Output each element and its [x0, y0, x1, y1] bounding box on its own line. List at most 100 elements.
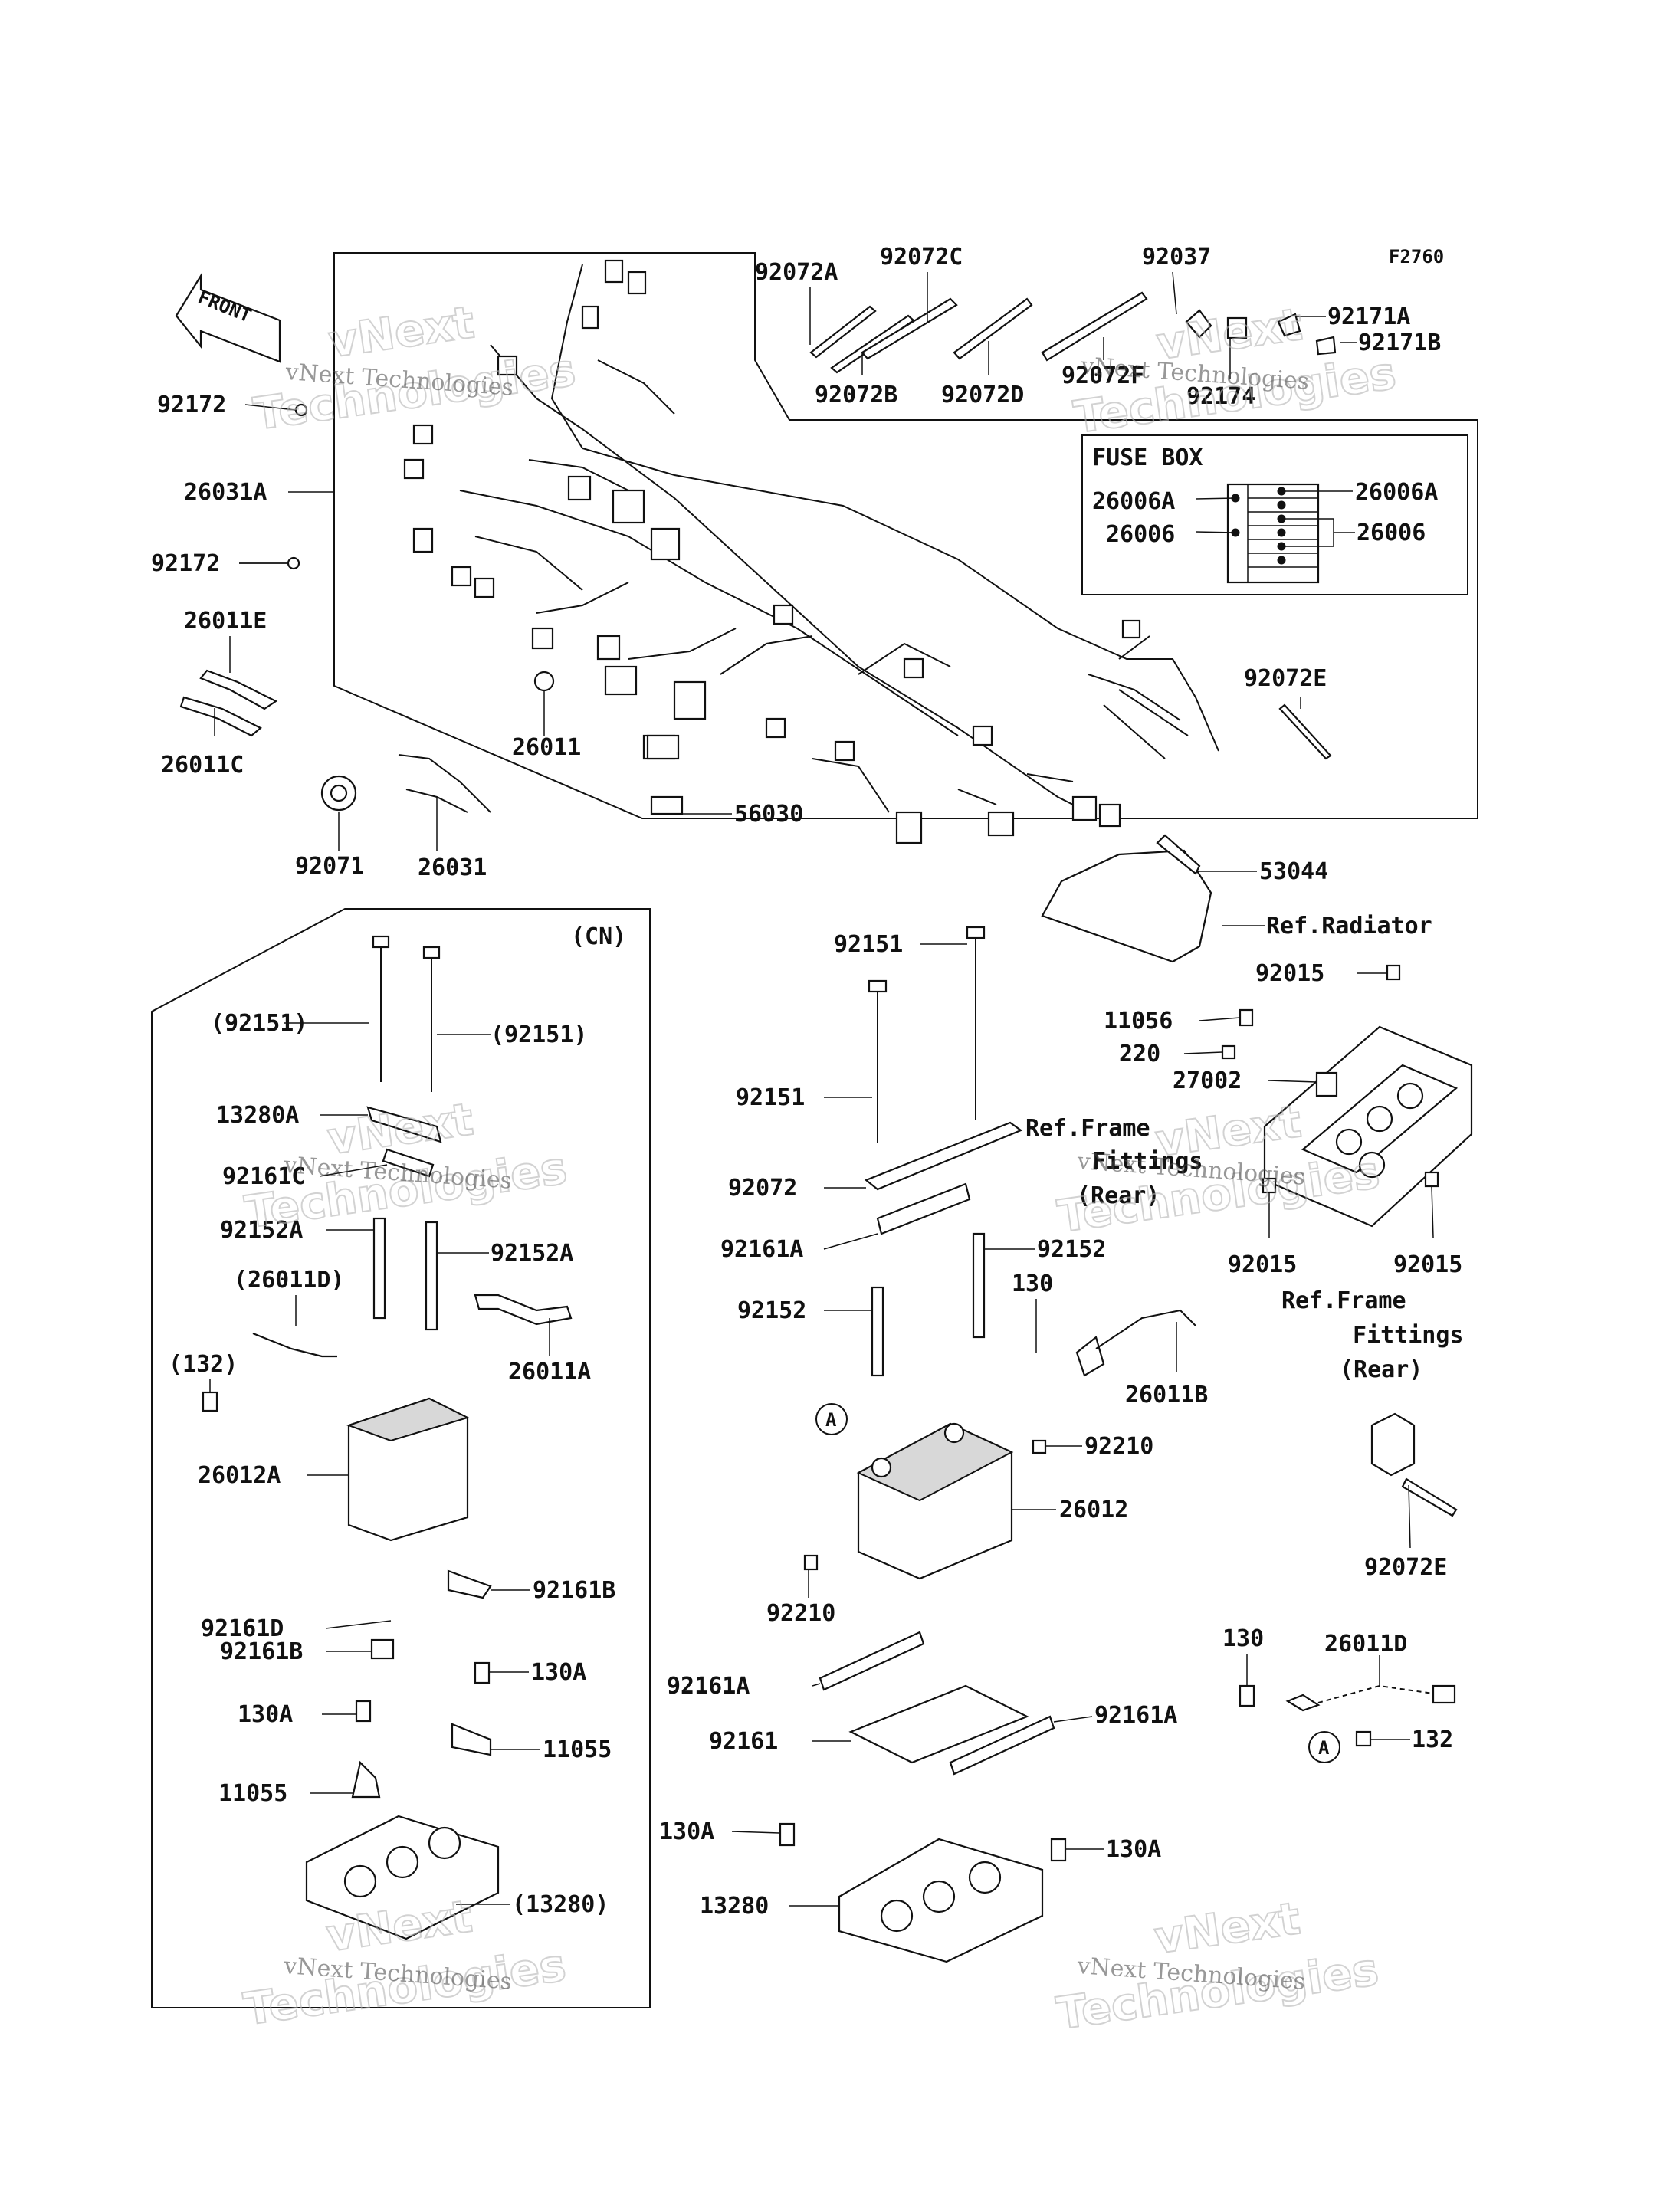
label-26031A: 26031A — [184, 479, 267, 506]
figure-code: F2760 — [1389, 246, 1444, 267]
label-130A-a: 130A — [659, 1818, 714, 1845]
label-92161D: 92161D — [201, 1615, 284, 1642]
label-92015-a: 92015 — [1255, 960, 1324, 987]
label-92161C: 92161C — [222, 1163, 305, 1190]
cable-ties — [809, 291, 1337, 760]
label-11055-left: 11055 — [218, 1780, 287, 1807]
label-92172-a: 92172 — [157, 392, 226, 418]
label-26006A-right: 26006A — [1355, 479, 1438, 506]
label-27002: 27002 — [1173, 1067, 1242, 1094]
svg-text:vNext: vNext — [326, 296, 477, 368]
label-26011: 26011 — [512, 734, 581, 761]
label-92151-cn-1: (92151) — [211, 1010, 307, 1037]
svg-text:FUSE BOX: FUSE BOX — [1092, 444, 1203, 471]
label-92210-a: 92210 — [1084, 1433, 1153, 1460]
label-92172-b: 92172 — [151, 550, 220, 577]
label-92161B-right: 92161B — [533, 1577, 615, 1604]
label-26011C: 26011C — [161, 752, 244, 779]
label-132: 132 — [1412, 1726, 1453, 1753]
circle-marker-a-bottom: A — [1308, 1731, 1340, 1763]
label-92015-c: 92015 — [1393, 1251, 1462, 1278]
label-92171B: 92171B — [1358, 330, 1441, 356]
battery-tray — [1221, 964, 1473, 1517]
label-26011A: 26011A — [508, 1359, 591, 1385]
cn-group-outline — [151, 908, 651, 2008]
label-130-b: 130 — [1222, 1625, 1264, 1652]
wiring-harness-26031A — [403, 259, 1219, 844]
label-92210-b: 92210 — [766, 1600, 835, 1627]
label-92072F: 92072F — [1061, 362, 1144, 389]
cn-battery-group — [202, 935, 573, 1940]
svg-text:vNext: vNext — [324, 1093, 476, 1165]
label-92072A: 92072A — [755, 259, 838, 286]
label-26006A-left: 26006A — [1092, 488, 1175, 515]
label-92161A-a: 92161A — [720, 1236, 803, 1263]
label-13280: 13280 — [700, 1893, 769, 1920]
label-53044: 53044 — [1259, 858, 1328, 885]
front-arrow-icon: FRONT — [175, 273, 281, 363]
label-130A-cn-left: 130A — [238, 1701, 293, 1728]
label-11056: 11056 — [1104, 1008, 1173, 1035]
label-130-a: 130 — [1012, 1271, 1053, 1297]
label-92072: 92072 — [728, 1175, 797, 1202]
label-92072E-bottom: 92072E — [1364, 1554, 1447, 1581]
label-92174: 92174 — [1186, 383, 1255, 410]
label-ref-frame-2-c: (Rear) — [1340, 1356, 1422, 1383]
label-26031: 26031 — [418, 854, 487, 881]
label-132-cn: (132) — [169, 1351, 238, 1378]
svg-text:vNext: vNext — [1151, 1892, 1303, 1964]
radiator-bracket — [1041, 834, 1212, 963]
label-92072E-top: 92072E — [1244, 665, 1327, 692]
label-92071: 92071 — [295, 853, 364, 880]
svg-text:A: A — [825, 1409, 837, 1431]
label-26011D-cn: (26011D) — [234, 1267, 345, 1294]
svg-text:A: A — [1318, 1737, 1330, 1759]
label-ref-frame-1-a: Ref.Frame — [1025, 1115, 1150, 1142]
label-26011B: 26011B — [1125, 1382, 1208, 1408]
label-cn: (CN) — [571, 923, 626, 950]
label-92161A-b: 92161A — [667, 1673, 750, 1700]
label-26006-left: 26006 — [1106, 521, 1175, 548]
label-130A-cn-right: 130A — [531, 1659, 586, 1686]
label-11055-right: 11055 — [543, 1736, 612, 1763]
label-92151-cn-2: (92151) — [491, 1021, 587, 1048]
label-92152-b: 92152 — [1037, 1236, 1106, 1263]
label-92015-b: 92015 — [1228, 1251, 1297, 1278]
label-92037: 92037 — [1142, 244, 1211, 271]
part-labels: 92072A 92072C 92037 92171A 92171B 92072B… — [151, 244, 1464, 1920]
label-92161B-left: 92161B — [220, 1638, 303, 1665]
label-ref-radiator: Ref.Radiator — [1266, 913, 1432, 939]
label-26006-right: 26006 — [1357, 520, 1426, 546]
label-92161: 92161 — [709, 1728, 778, 1755]
label-13280A: 13280A — [216, 1102, 299, 1129]
label-ref-frame-2-b: Fittings — [1353, 1322, 1464, 1349]
label-220: 220 — [1119, 1041, 1160, 1067]
label-92072C: 92072C — [880, 244, 963, 271]
label-92152A-left: 92152A — [220, 1217, 303, 1244]
harness-group-outline — [333, 252, 1478, 819]
label-ref-frame-1-c: (Rear) — [1077, 1182, 1160, 1209]
label-92152-a: 92152 — [737, 1297, 806, 1324]
label-26011E: 26011E — [184, 608, 267, 635]
label-92151-b: 92151 — [736, 1084, 805, 1111]
label-130A-b: 130A — [1106, 1836, 1161, 1863]
label-92152A-right: 92152A — [491, 1240, 573, 1267]
leader-lines — [209, 271, 1434, 1907]
label-92151-a: 92151 — [834, 931, 903, 958]
main-battery-group — [779, 926, 1196, 1963]
label-56030: 56030 — [734, 801, 803, 828]
label-26012: 26012 — [1059, 1497, 1128, 1523]
label-26012A: 26012A — [198, 1462, 281, 1489]
fuse-box: FUSE BOX — [1081, 434, 1468, 595]
label-92171A: 92171A — [1327, 303, 1410, 330]
label-92072D: 92072D — [941, 382, 1024, 408]
label-13280-cn: (13280) — [512, 1891, 609, 1918]
label-92161A-c: 92161A — [1094, 1702, 1177, 1729]
circle-marker-a-top: A — [815, 1403, 848, 1435]
label-92072B: 92072B — [815, 382, 897, 408]
watermarks: vNext Technologies vNext Technologies vN… — [240, 295, 1399, 2041]
label-ref-frame-2-a: Ref.Frame — [1281, 1287, 1406, 1314]
label-26011D: 26011D — [1324, 1631, 1407, 1658]
label-ref-frame-1-b: Fittings — [1092, 1148, 1203, 1175]
